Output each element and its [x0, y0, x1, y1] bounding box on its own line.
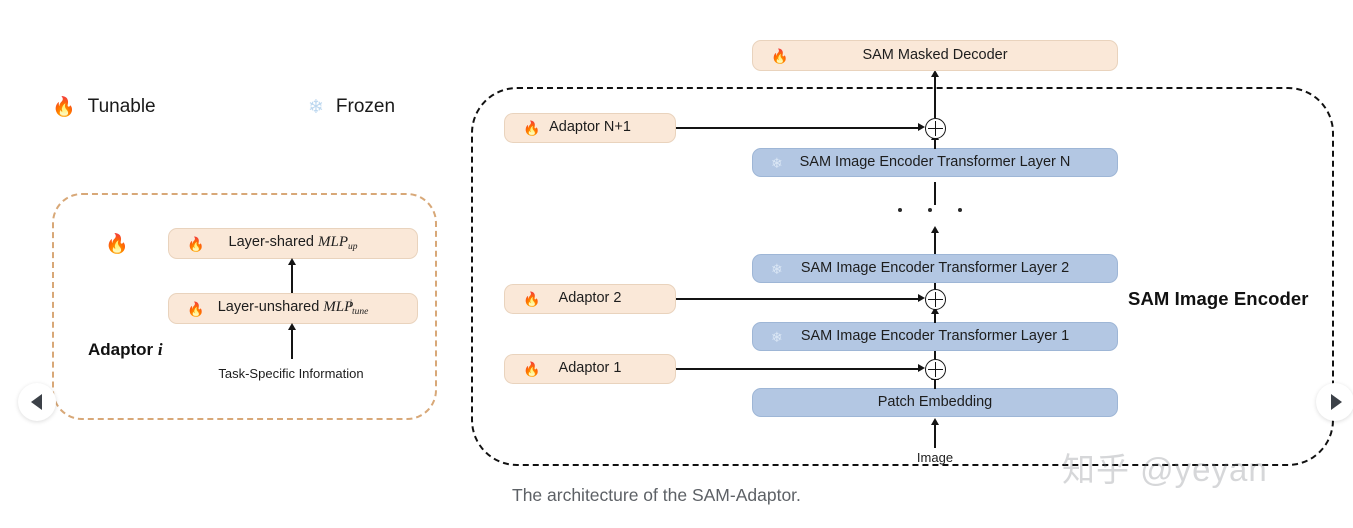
legend-tunable: 🔥 Tunable: [52, 96, 156, 118]
adaptor-2-box[interactable]: 🔥 Adaptor 2: [504, 284, 676, 314]
patch-embedding-box[interactable]: Patch Embedding: [752, 388, 1118, 417]
patch-to-junction1-line: [934, 379, 936, 389]
layer-unshared-mlp-label: Layer-unshared MLPitune: [217, 299, 369, 318]
sam-masked-decoder-box[interactable]: 🔥 SAM Masked Decoder: [752, 40, 1118, 71]
residual-add-junction-2: [925, 289, 946, 310]
ellipsis-dot: [958, 208, 962, 212]
snowflake-icon: ❄: [771, 260, 783, 277]
image-to-patch-line: [934, 424, 936, 448]
layerN-to-junction3-line: [934, 139, 936, 149]
task-info-connector-line: [291, 329, 293, 359]
adaptor-panel-flame-icon: 🔥: [105, 234, 129, 255]
adaptor-1-connector-line: [676, 367, 919, 370]
adaptor-1-connector-arrowhead: [918, 363, 925, 372]
chevron-right-icon: [1330, 394, 1342, 410]
patch-embedding-label: Patch Embedding: [877, 393, 993, 410]
snowflake-icon: ❄: [771, 328, 783, 345]
ellipsis-dot: [898, 208, 902, 212]
residual-add-junction-3: [925, 118, 946, 139]
snowflake-icon: ❄: [771, 154, 783, 171]
image-to-patch-arrowhead: [930, 418, 939, 425]
layer2-to-ellipsis-arrowhead: [930, 226, 939, 233]
layer-unshared-mlp-box[interactable]: 🔥 Layer-unshared MLPitune: [168, 293, 418, 324]
image-input-label: Image: [916, 450, 954, 465]
transformer-layer-1-label: SAM Image Encoder Transformer Layer 1: [800, 327, 1070, 344]
adaptor-1-box[interactable]: 🔥 Adaptor 1: [504, 354, 676, 384]
transformer-layer-n-box[interactable]: ❄ SAM Image Encoder Transformer Layer N: [752, 148, 1118, 177]
legend-frozen: ❄ Frozen: [308, 96, 395, 118]
sam-masked-decoder-label: SAM Masked Decoder: [862, 46, 1008, 63]
mlp-connector-line: [291, 264, 293, 293]
residual-add-junction-1: [925, 359, 946, 380]
flame-icon: 🔥: [523, 120, 541, 136]
flame-icon: 🔥: [52, 96, 76, 118]
adaptor-detail-panel: [52, 193, 437, 420]
adaptor-2-connector-line: [676, 297, 919, 300]
adaptor-2-label: Adaptor 2: [558, 290, 622, 307]
transformer-layer-n-label: SAM Image Encoder Transformer Layer N: [799, 153, 1071, 170]
flame-icon: 🔥: [187, 235, 205, 252]
chevron-left-icon: [30, 394, 42, 410]
junction3-to-decoder-arrowhead: [930, 70, 939, 77]
flame-icon: 🔥: [523, 291, 541, 307]
junction1-to-layer1-line: [934, 347, 936, 359]
legend-tunable-label: Tunable: [87, 96, 156, 117]
adaptor-detail-title: Adaptor i: [88, 340, 163, 359]
task-info-connector-arrowhead: [287, 323, 296, 330]
transformer-layer-2-box[interactable]: ❄ SAM Image Encoder Transformer Layer 2: [752, 254, 1118, 283]
flame-icon: 🔥: [771, 47, 789, 64]
adaptor-n-plus-1-label: Adaptor N+1: [549, 119, 631, 136]
junction2-to-layer2-line: [934, 277, 936, 289]
ellipsis-dot: [928, 208, 932, 212]
adaptor-n-plus-1-box[interactable]: 🔥 Adaptor N+1: [504, 113, 676, 143]
layer2-to-ellipsis-line: [934, 232, 936, 254]
carousel-prev-button[interactable]: [18, 383, 56, 421]
adaptor-n-plus-1-connector-arrowhead: [918, 122, 925, 131]
figure-caption: The architecture of the SAM-Adaptor.: [512, 485, 801, 505]
sam-image-encoder-region: [471, 87, 1334, 466]
adaptor-1-label: Adaptor 1: [558, 360, 622, 377]
watermark: 知乎 @yeyan: [1062, 451, 1268, 488]
adaptor-2-connector-arrowhead: [918, 293, 925, 302]
adaptor-n-plus-1-connector-line: [676, 126, 919, 129]
ellipsis-dots: [898, 208, 962, 212]
sam-image-encoder-title: SAM Image Encoder: [1128, 288, 1309, 309]
layer1-to-junction2-arrowhead: [930, 307, 939, 314]
mlp-connector-arrowhead: [287, 258, 296, 265]
ellipsis-to-layerN-line: [934, 182, 936, 205]
task-specific-information-label: Task-Specific Information: [218, 366, 364, 381]
carousel-next-button[interactable]: [1316, 383, 1353, 421]
flame-icon: 🔥: [523, 361, 541, 377]
transformer-layer-2-label: SAM Image Encoder Transformer Layer 2: [800, 259, 1070, 276]
legend-frozen-label: Frozen: [335, 96, 396, 117]
layer-shared-mlp-label: Layer-shared MLPup: [228, 234, 358, 253]
junction3-to-decoder-line: [934, 76, 936, 118]
snowflake-icon: ❄: [308, 96, 324, 118]
flame-icon: 🔥: [187, 300, 205, 317]
transformer-layer-1-box[interactable]: ❄ SAM Image Encoder Transformer Layer 1: [752, 322, 1118, 351]
layer1-to-junction2-line: [934, 313, 936, 323]
layer-shared-mlp-box[interactable]: 🔥 Layer-shared MLPup: [168, 228, 418, 259]
